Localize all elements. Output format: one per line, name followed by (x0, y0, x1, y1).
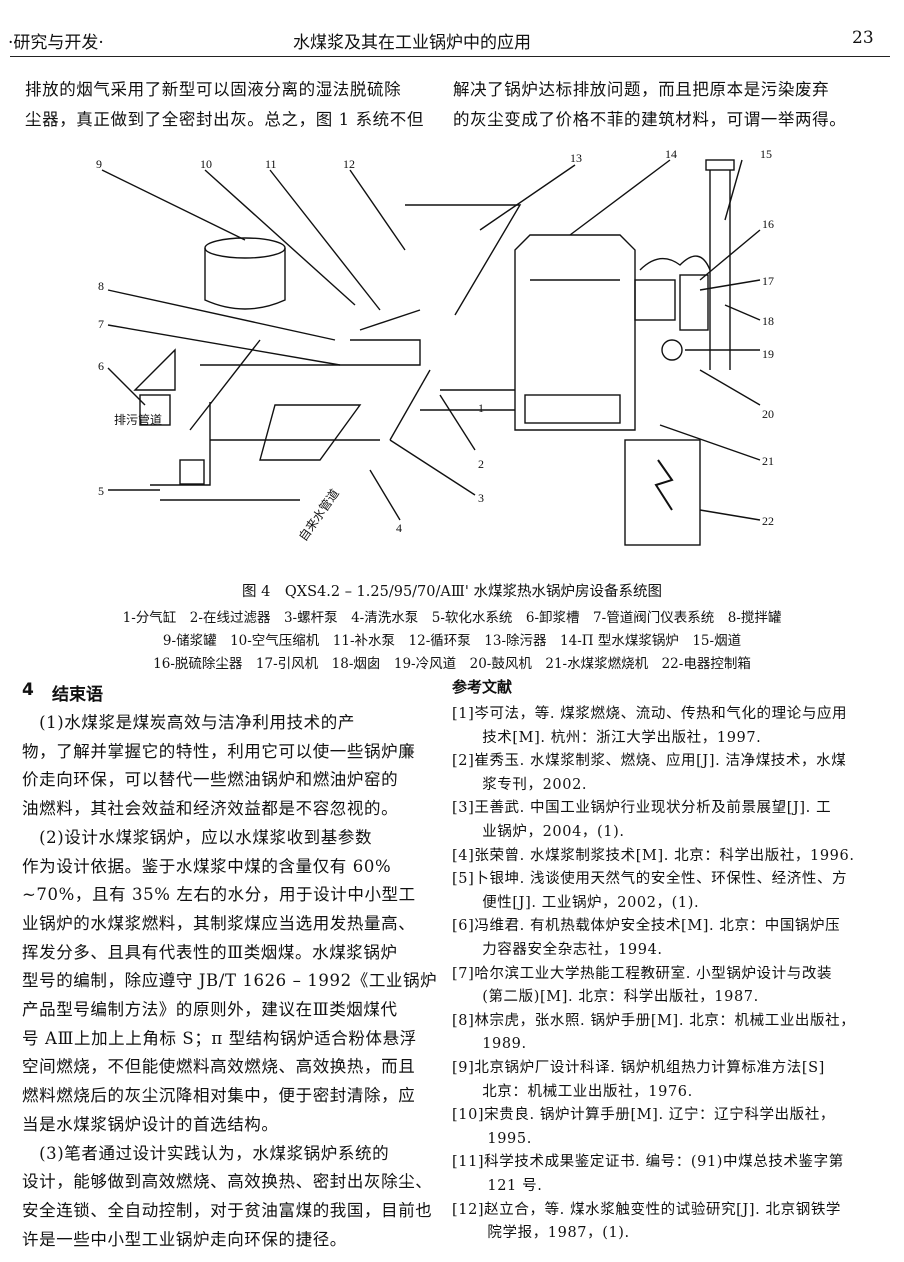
boiler-system-diagram: 排污管道 自来水管道 9 10 11 12 13 14 15 16 17 18 … (96, 147, 774, 546)
drain-pipe-label: 排污管道 (114, 412, 162, 427)
num-1: 1 (478, 401, 484, 415)
text-line: 作为设计依据。鉴于水煤浆中煤的含量仅有 60% (22, 856, 392, 876)
figure-legend-line: 9-储浆罐 10-空气压缩机 11-补水泵 12-循环泵 13-除污器 14-Π… (162, 633, 742, 649)
num-8: 8 (98, 279, 104, 293)
text-line: ~70%，且有 35% 左右的水分，用于设计中小型工 (22, 885, 416, 905)
reference-line: [5]卜银坤. 浅谈使用天然气的安全性、环保性、经济性、方 (452, 871, 848, 888)
text-line: 排放的烟气采用了新型可以固液分离的湿法脱硫除 (25, 80, 402, 99)
reference-line: [10]宋贵良. 锅炉计算手册[M]. 辽宁：辽宁科学出版社， (452, 1107, 835, 1124)
num-3: 3 (478, 491, 484, 505)
running-title: 水煤浆及其在工业锅炉中的应用 (293, 33, 531, 53)
num-11: 11 (265, 157, 277, 171)
references-heading: 参考文献 (452, 678, 513, 696)
text-line: 设计，能够做到高效燃烧、高效换热、密封出灰除尘、 (22, 1172, 433, 1192)
reference-line: [6]冯维君. 有机热载体炉安全技术[M]. 北京：中国锅炉压 (452, 918, 841, 935)
num-17: 17 (762, 274, 774, 288)
num-10: 10 (200, 157, 212, 171)
num-2: 2 (478, 457, 484, 471)
figure-legend-line: 1-分气缸 2-在线过滤器 3-螺杆泵 4-清洗水泵 5-软化水系统 6-卸浆槽… (122, 610, 782, 626)
text-line: 价走向环保，可以替代一些燃油锅炉和燃油炉窑的 (22, 770, 399, 790)
tap-water-pipe-label: 自来水管道 (295, 486, 342, 544)
num-13: 13 (570, 151, 582, 165)
reference-line: [4]张荣曾. 水煤浆制浆技术[M]. 北京：科学出版社，1996. (452, 847, 855, 864)
reference-line: 力容器安全杂志社，1994. (452, 942, 663, 958)
reference-line: 121 号. (452, 1178, 543, 1194)
num-19: 19 (762, 347, 774, 361)
reference-line: (第二版)[M]. 北京：科学出版社，1987. (452, 989, 759, 1006)
text-line: (3)笔者通过设计实践认为，水煤浆锅炉系统的 (22, 1143, 390, 1163)
reference-line: 1995. (452, 1130, 532, 1147)
text-line: 型号的编制，除应遵守 JB/T 1626 – 1992《工业锅炉 (22, 971, 438, 991)
reference-line: 技术[M]. 杭州：浙江大学出版社，1997. (452, 729, 762, 746)
num-21: 21 (762, 454, 774, 468)
text-line: 油燃料，其社会效益和经济效益都是不容忽视的。 (22, 799, 399, 819)
reference-line: [2]崔秀玉. 水煤浆制浆、燃烧、应用[J]. 洁净煤技术，水煤 (452, 753, 847, 770)
figure-legend-line: 16-脱硫除尘器 17-引风机 18-烟囱 19-冷风道 20-鼓风机 21-水… (153, 656, 751, 672)
num-6: 6 (98, 359, 104, 373)
text-line: (1)水煤浆是煤炭高效与洁净利用技术的产 (22, 713, 355, 732)
num-16: 16 (762, 217, 774, 231)
text-line: 解决了锅炉达标排放问题，而且把原本是污染废弃 (453, 80, 830, 99)
section-label: ·研究与开发· (8, 33, 104, 53)
num-7: 7 (98, 317, 104, 331)
text-line: 空间燃烧，不但能使燃料高效燃烧、高效换热，而且 (22, 1057, 416, 1077)
text-line: 号 AⅢ上加上上角标 S；π 型结构锅炉适合粉体悬浮 (22, 1028, 417, 1048)
num-14: 14 (665, 147, 677, 161)
text-line: 挥发分多、且具有代表性的Ⅲ类烟煤。水煤浆锅炉 (22, 942, 398, 962)
reference-line: [11]科学技术成果鉴定证书. 编号：(91)中煤总技术鉴字第 (452, 1154, 844, 1171)
section-heading: 结束语 (52, 685, 103, 705)
reference-line: 便性[J]. 工业锅炉，2002，(1). (452, 894, 700, 911)
reference-line: 浆专刊，2002. (452, 776, 588, 793)
reference-line: 北京：机械工业出版社，1976. (452, 1083, 693, 1100)
text-line: 业锅炉的水煤浆燃料，其制浆煤应当选用发热量高、 (22, 913, 416, 933)
text-line: 当是水煤浆锅炉设计的首选结构。 (22, 1114, 279, 1134)
text-line: 燃料燃烧后的灰尘沉降相对集中，便于密封清除，应 (22, 1086, 416, 1106)
reference-line: 院学报，1987，(1). (452, 1225, 630, 1242)
reference-line: [12]赵立合，等. 煤水浆触变性的试验研究[J]. 北京钢铁学 (452, 1201, 842, 1218)
num-5: 5 (98, 484, 104, 498)
text-line: 尘器，真正做到了全密封出灰。总之，图 1 系统不但 (25, 110, 424, 129)
num-18: 18 (762, 314, 774, 328)
reference-line: [3]王善武. 中国工业锅炉行业现状分析及前景展望[J]. 工 (452, 800, 832, 817)
reference-line: [9]北京锅炉厂设计科译. 锅炉机组热力计算标准方法[S] (452, 1060, 825, 1076)
num-9: 9 (96, 157, 102, 171)
num-4: 4 (396, 521, 402, 535)
text-line: 物，了解并掌握它的特性，利用它可以使一些锅炉廉 (22, 741, 416, 761)
num-15: 15 (760, 147, 772, 161)
page-number: 23 (852, 28, 874, 48)
figure-caption: 图 4 QXS4.2 – 1.25/95/70/AⅢ' 水煤浆热水锅炉房设备系统… (242, 584, 662, 600)
header-rule (10, 56, 890, 57)
reference-line: [1]岑可法，等. 煤浆燃烧、流动、传热和气化的理论与应用 (452, 706, 848, 722)
text-line: 产品型号编制方法》的原则外，建议在Ⅲ类烟煤代 (22, 1000, 398, 1019)
reference-line: [7]哈尔滨工业大学热能工程教研室. 小型锅炉设计与改装 (452, 965, 833, 982)
text-line: 的灰尘变成了价格不菲的建筑材料，可谓一举两得。 (453, 110, 847, 129)
text-line: (2)设计水煤浆锅炉，应以水煤浆收到基参数 (22, 827, 373, 847)
reference-line: 1989. (452, 1036, 527, 1053)
num-22: 22 (762, 514, 774, 528)
num-12: 12 (343, 157, 355, 171)
reference-line: [8]林宗虎，张水照. 锅炉手册[M]. 北京：机械工业出版社， (452, 1012, 856, 1029)
num-20: 20 (762, 407, 774, 421)
text-line: 安全连锁、全自动控制，对于贫油富煤的我国，目前也 (22, 1200, 433, 1220)
reference-line: 业锅炉，2004，(1). (452, 824, 625, 840)
section-number: 4 (22, 680, 34, 700)
text-line: 许是一些中小型工业锅炉走向环保的捷径。 (22, 1229, 347, 1249)
